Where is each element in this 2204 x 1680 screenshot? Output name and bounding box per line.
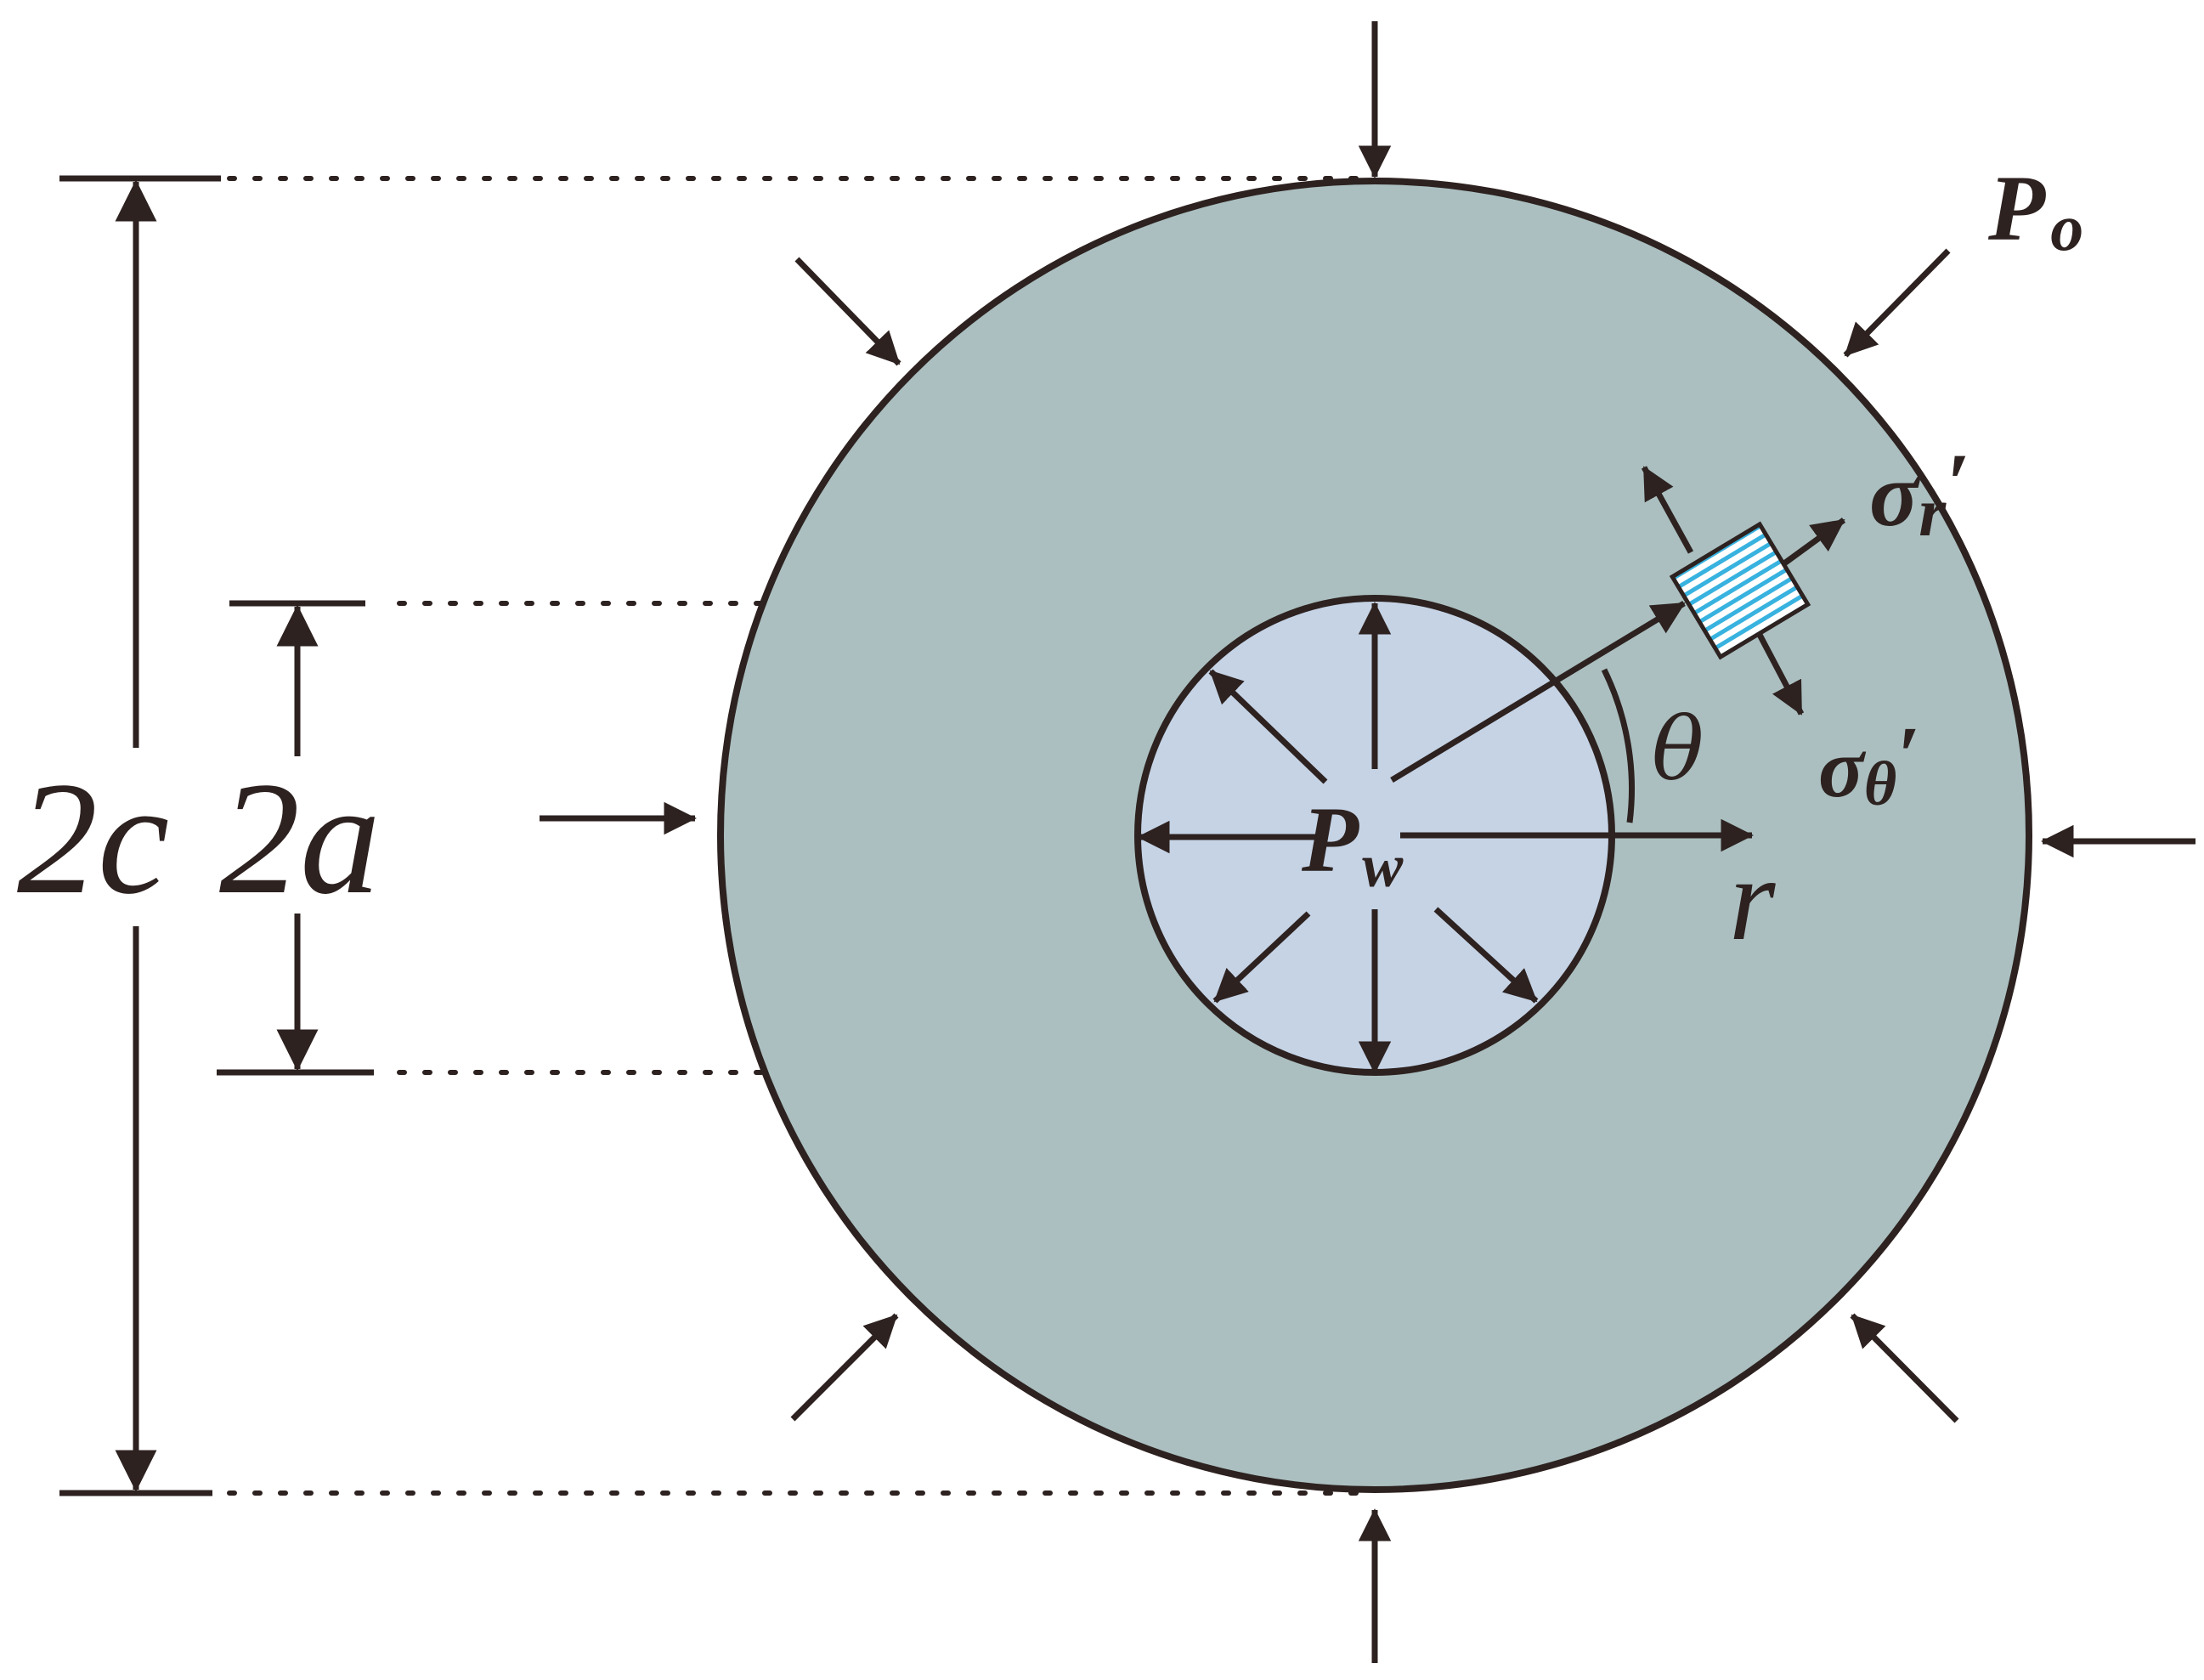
outer-arrow-top-right bbox=[1843, 248, 1951, 358]
radius-line-to-element bbox=[1390, 601, 1686, 783]
internal-pressure-arrows bbox=[1137, 602, 1539, 1074]
outer-diameter-dimension bbox=[59, 175, 221, 1496]
stress-element-arrows bbox=[1641, 466, 1846, 716]
stress-element-box bbox=[1669, 521, 1811, 660]
inner-diameter-dimension bbox=[217, 600, 374, 1076]
inner-arrow-down-left bbox=[1212, 911, 1311, 1004]
theta-arc bbox=[1601, 668, 1636, 823]
radial-stress-arrow bbox=[1782, 518, 1846, 566]
coordinate-axes bbox=[1390, 601, 1754, 852]
outer-diameter-label: 2c bbox=[17, 749, 169, 928]
inner-pressure-label: Pw bbox=[1301, 788, 1404, 900]
outer-arrow-bottom-left bbox=[790, 1313, 899, 1422]
outer-arrow-top-left bbox=[794, 257, 901, 366]
outer-pressure-label: Po bbox=[1987, 156, 2083, 264]
radius-label: r bbox=[1729, 834, 1776, 965]
hoop-stress-label: σθ′ bbox=[1818, 710, 1919, 819]
inner-diameter-label: 2a bbox=[219, 749, 381, 928]
hoop-stress-arrow-up bbox=[1641, 466, 1694, 554]
hoop-stress-arrow-down bbox=[1755, 631, 1805, 716]
stress-element bbox=[1669, 521, 1811, 660]
inner-arrow-up-left bbox=[1208, 669, 1328, 784]
theta-angle-label: θ bbox=[1652, 699, 1704, 800]
radial-stress-label: σr′ bbox=[1869, 436, 1969, 551]
inner-arrow-down-right bbox=[1433, 907, 1539, 1004]
outer-arrow-bottom-right bbox=[1850, 1313, 1959, 1423]
external-pressure-arrows bbox=[540, 21, 2196, 1663]
